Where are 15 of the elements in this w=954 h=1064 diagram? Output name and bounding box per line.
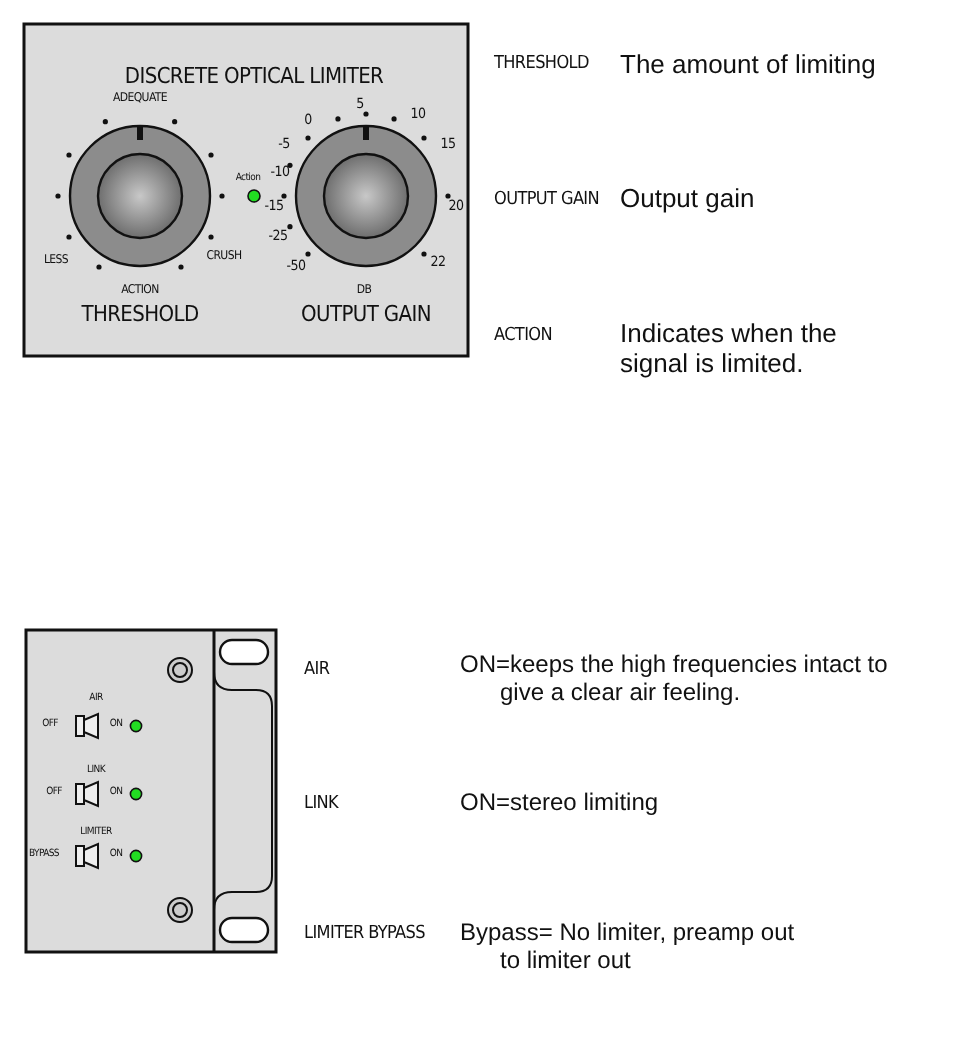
control-label: OUTPUT GAIN: [301, 303, 431, 329]
description-text: ON=keeps the high frequencies intact to give a clear air feeling.: [460, 652, 890, 708]
description-text: Output gain: [620, 185, 755, 215]
term-label: OUTPUT GAIN: [494, 189, 600, 211]
term-label: AIR: [304, 659, 330, 681]
term-label: LINK: [304, 793, 339, 815]
term-label: LIMITER BYPASS: [304, 923, 425, 945]
term-label: THRESHOLD: [494, 53, 589, 75]
panel-title: DISCRETE OPTICAL LIMITER: [124, 65, 384, 91]
description-text: Indicates when the signal is limited.: [620, 320, 839, 380]
description-text: The amount of limiting: [620, 51, 876, 81]
term-label: ACTION: [494, 325, 552, 347]
description-text: Bypass= No limiter, preamp out to limiter out: [460, 920, 797, 976]
control-label: THRESHOLD: [81, 303, 199, 329]
description-text: ON=stereo limiting: [460, 790, 659, 818]
